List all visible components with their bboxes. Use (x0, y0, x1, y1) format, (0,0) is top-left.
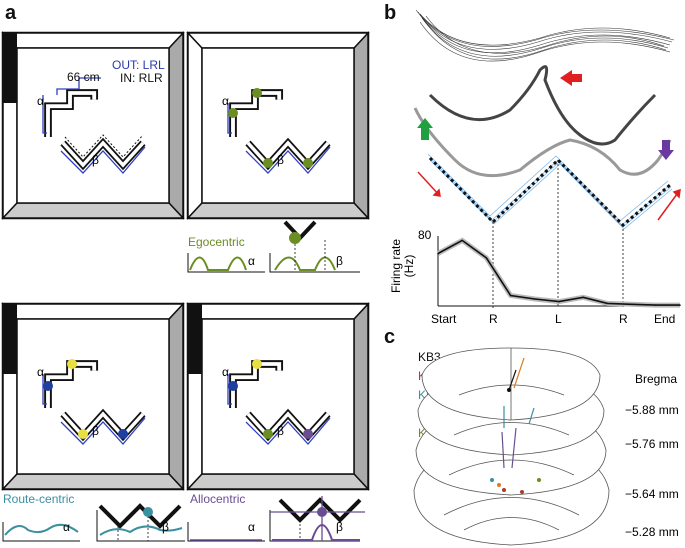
beta-label-1: β (92, 153, 99, 167)
allocentric-plots (187, 496, 365, 542)
panel-b-letter: b (384, 2, 397, 24)
firing-rate-point (437, 252, 439, 255)
ego-alpha-axis: α (248, 254, 255, 268)
green-arrow-marker (417, 118, 433, 140)
egocentric-plots (187, 220, 360, 273)
allo-alpha-axis: α (248, 520, 255, 534)
bregma-title: Bregma (635, 372, 678, 386)
room-overview (1, 31, 185, 220)
trajectory-gray (413, 107, 672, 178)
alpha-label-1: α (37, 94, 44, 108)
beta-label-3: β (92, 424, 99, 438)
firing-rate-point (655, 304, 657, 306)
x-tick-end: End (654, 312, 676, 326)
beta-label-2: β (277, 153, 284, 167)
trajectory-traces (415, 9, 675, 62)
beta-label-4: β (277, 424, 284, 438)
bregma-level-2: −5.76 mm (625, 437, 679, 451)
bregma-level-1: −5.88 mm (625, 403, 679, 417)
route-beta-axis: β (162, 520, 169, 534)
room-allocentric (186, 302, 370, 491)
route-centric-plots (2, 503, 185, 542)
firing-rate-point (558, 300, 560, 303)
alpha-label-4: α (222, 365, 229, 379)
brain-sections (413, 347, 610, 546)
room-egocentric (186, 31, 370, 220)
panel-c-letter: c (384, 326, 396, 348)
electrode-tracks (490, 357, 541, 494)
allo-beta-axis: β (336, 520, 343, 534)
x-tick-r1: R (489, 312, 498, 326)
firing-rate-point (630, 303, 633, 306)
bregma-level-3: −5.64 mm (625, 487, 679, 501)
panel-b-figure (413, 9, 681, 308)
y-tick-80: 80 (418, 228, 432, 242)
egocentric-label: Egocentric (188, 235, 245, 249)
firing-rate-point (582, 296, 584, 299)
route-alpha-axis: α (63, 520, 70, 534)
x-tick-l: L (555, 312, 562, 326)
alpha-label-3: α (37, 365, 44, 379)
red-arrow-marker (560, 70, 582, 86)
maze-distance-label: 66 cm (67, 70, 100, 84)
maze-in-label: IN: RLR (120, 71, 163, 85)
direction-arrows (417, 171, 681, 221)
firing-rate-point (606, 302, 609, 305)
firing-rate-point (461, 239, 463, 242)
firing-rate-plot (436, 237, 681, 308)
panel-a-figure (1, 31, 370, 542)
purple-arrow-marker (658, 140, 674, 160)
firing-rate-point (509, 294, 512, 297)
trajectory-dark (428, 65, 657, 146)
firing-rate-line (437, 239, 680, 306)
room-route-centric (1, 302, 185, 491)
alignment-lines (492, 160, 624, 308)
firing-rate-point (485, 257, 488, 259)
firing-rate-ylabel: Firing rate (Hz) (389, 238, 416, 294)
x-tick-r2: R (619, 312, 628, 326)
alpha-label-2: α (222, 94, 229, 108)
ego-beta-axis: β (336, 254, 343, 268)
bregma-level-4: −5.28 mm (625, 525, 679, 539)
allocentric-label: Allocentric (190, 492, 246, 506)
firing-rate-point (679, 304, 681, 306)
panel-a-letter: a (5, 2, 17, 24)
x-tick-start: Start (431, 312, 457, 326)
route-centric-label: Route-centric (3, 492, 75, 506)
maze-out-label: OUT: LRL (112, 58, 165, 72)
firing-rate-point (534, 298, 536, 300)
